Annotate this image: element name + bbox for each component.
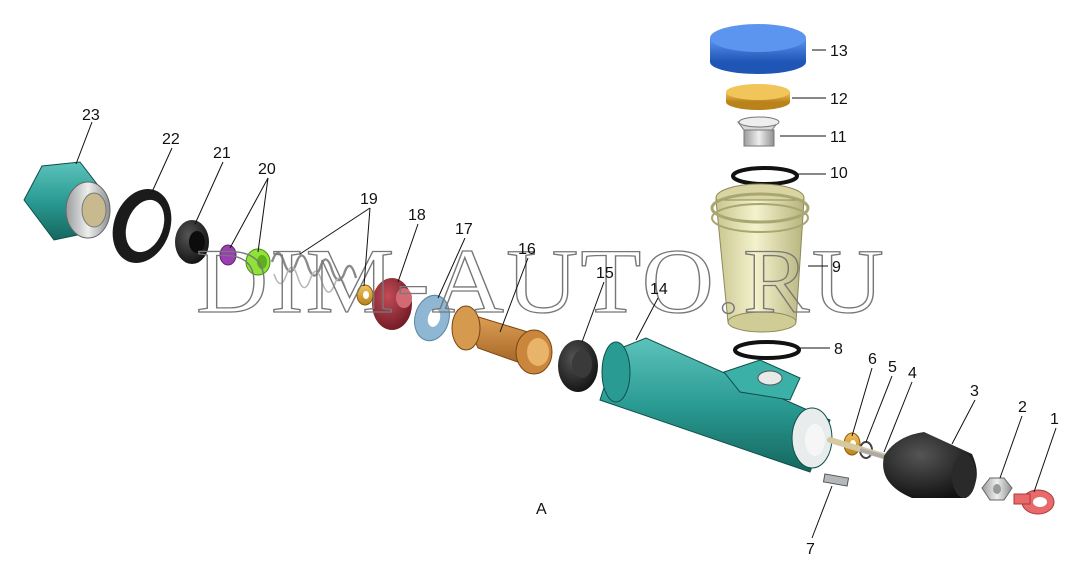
label-part-19: 19 (360, 191, 378, 208)
label-part-18: 18 (408, 207, 426, 224)
view-caption: A (536, 501, 547, 518)
part-9-reservoir (710, 183, 810, 333)
label-part-16: 16 (518, 241, 536, 258)
label-part-9: 9 (832, 259, 841, 276)
part-16-piston (451, 305, 553, 375)
watermark-text: DIM-AUTO.RU (196, 230, 886, 332)
part-23-hex-plug (23, 161, 111, 241)
label-part-6: 6 (868, 351, 877, 368)
part-19-spring (270, 251, 374, 306)
part-17-washer (414, 294, 450, 342)
part-8-ring (733, 340, 801, 360)
part-15-seal (558, 340, 598, 392)
label-part-17: 17 (455, 221, 473, 238)
part-12-filter (726, 84, 790, 110)
label-part-23: 23 (82, 107, 100, 124)
part-10-o-ring (731, 166, 799, 186)
part-20-bushings (219, 244, 271, 276)
label-part-10: 10 (830, 165, 848, 182)
label-part-14: 14 (650, 281, 668, 298)
label-part-2: 2 (1018, 399, 1027, 416)
part-13-cap (710, 24, 806, 74)
label-part-20: 20 (258, 161, 276, 178)
label-part-22: 22 (162, 131, 180, 148)
part-21-seal (175, 220, 209, 264)
label-part-3: 3 (970, 383, 979, 400)
part-11-fitting (737, 116, 780, 147)
label-part-15: 15 (596, 265, 614, 282)
label-part-12: 12 (830, 91, 848, 108)
label-part-21: 21 (213, 145, 231, 162)
part-22-gasket (112, 189, 172, 263)
label-part-13: 13 (830, 43, 848, 60)
label-part-8: 8 (834, 341, 843, 358)
label-part-7: 7 (806, 541, 815, 558)
label-part-5: 5 (888, 359, 897, 376)
leader-lines (75, 49, 1057, 539)
part-18-cup (372, 278, 412, 330)
label-part-1: 1 (1050, 411, 1059, 428)
label-part-4: 4 (908, 365, 917, 382)
part-3-boot (883, 432, 977, 498)
label-part-11: 11 (830, 129, 847, 146)
part-14-cylinder-body (599, 337, 850, 487)
part-2-nut (981, 477, 1013, 501)
part-1-eyelet (1013, 489, 1055, 515)
part-number-labels: 23 22 21 20 19 18 17 16 15 14 13 12 11 1… (82, 43, 1059, 558)
